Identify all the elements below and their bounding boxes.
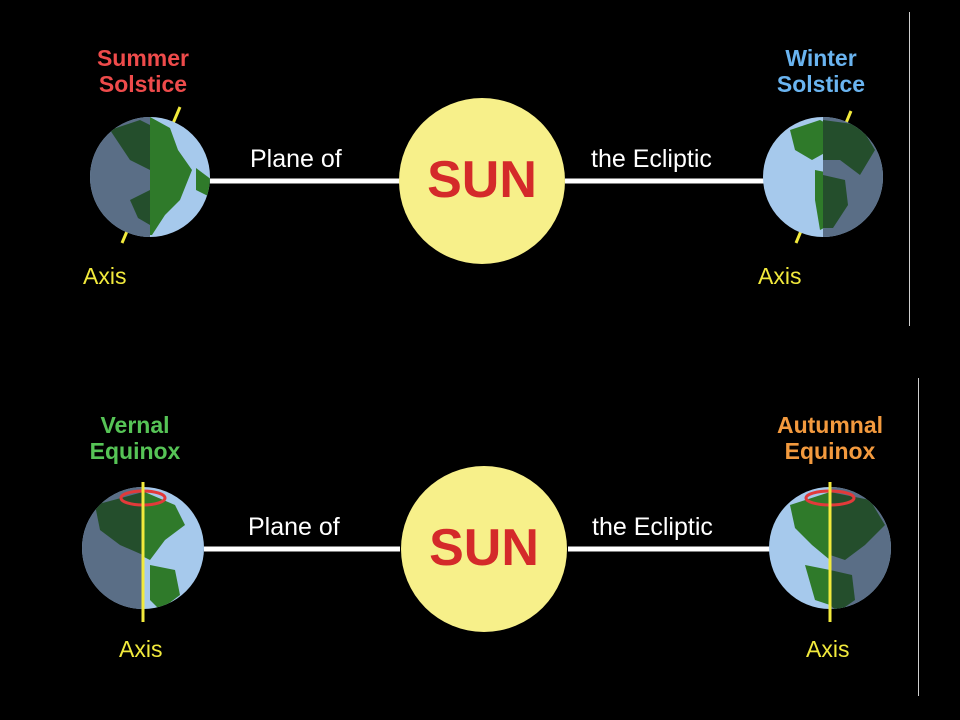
earth-summer-solstice: [90, 106, 210, 244]
plane-label-top-right: the Ecliptic: [591, 145, 712, 173]
plane-label-top-left: Plane of: [250, 145, 342, 173]
earth-autumnal-equinox: [769, 482, 891, 622]
sun-bottom: [401, 466, 567, 632]
axis-label-vernal: Axis: [119, 636, 163, 662]
axis-label-summer: Axis: [83, 263, 127, 289]
earth-vernal-equinox: [82, 482, 204, 622]
frame-line-top: [909, 12, 910, 326]
plane-label-bottom-right: the Ecliptic: [592, 513, 713, 541]
frame-line-bottom: [918, 378, 919, 696]
axis-label-autumnal: Axis: [806, 636, 850, 662]
earth-winter-solstice: [763, 110, 883, 244]
sun-label-top: SUN: [427, 151, 537, 209]
plane-label-bottom-left: Plane of: [248, 513, 340, 541]
sun-top: [399, 98, 565, 264]
axis-label-winter: Axis: [758, 263, 802, 289]
sun-label-bottom: SUN: [429, 519, 539, 577]
